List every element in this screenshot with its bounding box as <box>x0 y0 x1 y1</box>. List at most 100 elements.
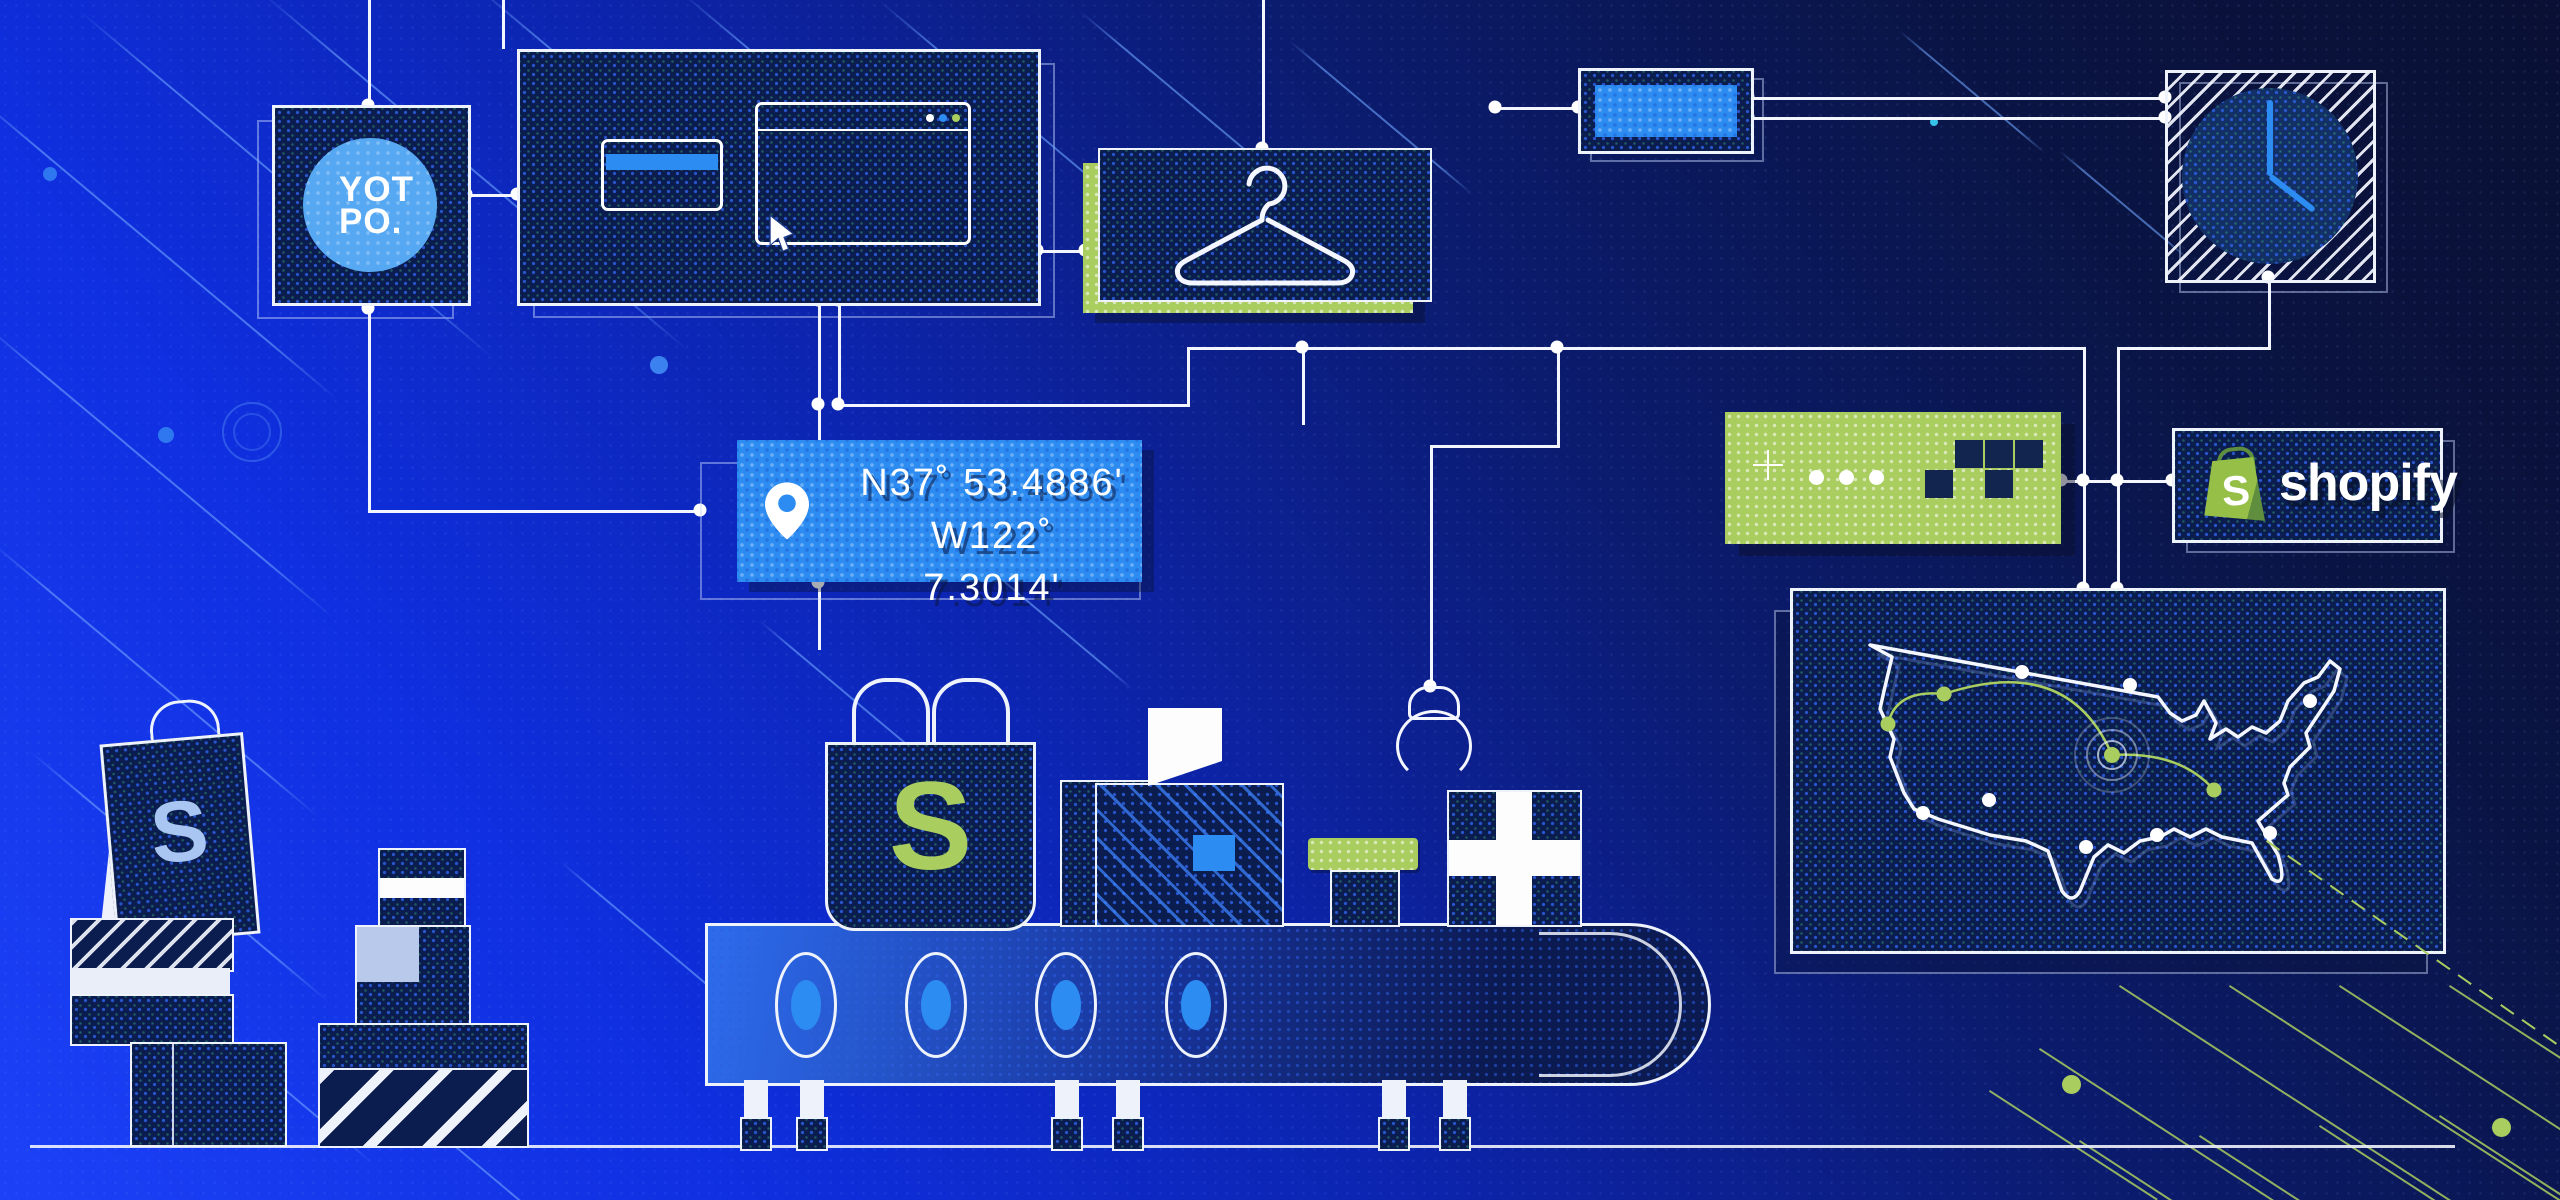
map-node <box>1790 588 2446 954</box>
connector-dot <box>811 397 825 411</box>
route-arc-3 <box>2111 753 2215 791</box>
flap-box-lid <box>357 927 419 983</box>
connector-line <box>2268 277 2271 350</box>
connector-dot <box>2110 473 2124 487</box>
connector-line <box>1495 107 1581 110</box>
belt-bag-handle-left <box>852 678 930 764</box>
pixel-cluster-icon <box>1925 440 2045 500</box>
browser-dot-green <box>952 114 960 122</box>
belt-leg <box>744 1080 768 1120</box>
belt-end-cap <box>1539 932 1682 1077</box>
cross-box <box>1447 790 1582 927</box>
belt-leg <box>800 1080 824 1120</box>
belt-roller-2 <box>905 952 967 1058</box>
hanger-icon <box>1174 165 1356 286</box>
green-streak <box>2118 985 2515 1200</box>
belt-roller-1 <box>775 952 837 1058</box>
clock-node <box>2165 70 2376 283</box>
pedestal-navy-band <box>70 994 234 1046</box>
us-map <box>1868 643 2349 909</box>
belt-roller-3 <box>1035 952 1097 1058</box>
browser-dot-blue <box>939 114 947 122</box>
belt-leg <box>1116 1080 1140 1120</box>
yotpo-logo-line1: YOT <box>339 170 414 209</box>
credit-card-stripe <box>606 154 718 170</box>
parcel-blue-label <box>1193 835 1235 871</box>
glow-dot <box>650 356 668 374</box>
glow-dot <box>43 167 57 181</box>
left-crate-seam <box>172 1044 174 1145</box>
base-slab <box>318 1023 529 1072</box>
connector-line <box>2083 347 2086 590</box>
belt-foot <box>1051 1117 1083 1151</box>
glow-dot <box>2062 1075 2081 1094</box>
blue-chip-icon <box>1595 85 1737 137</box>
belt-leg <box>1055 1080 1079 1120</box>
green-streak <box>2078 1140 2332 1200</box>
green-streak <box>2038 1048 2309 1200</box>
connector-dot <box>1488 100 1502 114</box>
green-streak <box>2338 985 2560 1200</box>
connector-line <box>1262 0 1265 148</box>
connector-line <box>368 510 703 513</box>
route-arc-1 <box>1886 692 1945 725</box>
yotpo-logo-circle: YOT PO. <box>303 138 437 272</box>
green-streak <box>2318 1125 2560 1200</box>
parcel-hatched-box <box>1095 783 1284 927</box>
us-map-outline-echo <box>1876 652 2349 909</box>
clock-hour-hand <box>2268 173 2316 213</box>
connector-dot <box>831 397 845 411</box>
connector-line <box>838 300 841 407</box>
claw-icon <box>1393 686 1472 782</box>
belt-roller-4 <box>1165 952 1227 1058</box>
connector-line <box>1557 347 1560 448</box>
claw-body <box>1396 710 1472 782</box>
left-crate <box>130 1042 287 1147</box>
connector-line <box>818 300 821 443</box>
connector-line <box>1748 117 2168 120</box>
belt-shopify-bag: S <box>825 742 1036 931</box>
conveyor-belt <box>705 923 1711 1086</box>
browser-dot-white <box>926 114 934 122</box>
belt-foot <box>796 1117 828 1151</box>
belt-foot <box>1112 1117 1144 1151</box>
ellipsis-dot-3 <box>1869 470 1884 485</box>
shopify-wordmark: shopify <box>2279 454 2458 512</box>
target-ring-1 <box>2097 740 2127 770</box>
connector-dot <box>1295 340 1309 354</box>
browser-titlebar-divider <box>758 129 968 131</box>
striped-mini-box-band <box>380 878 464 898</box>
cross-horizontal <box>1449 840 1580 876</box>
shopify-bag-letter: S <box>2220 466 2252 515</box>
connector-line <box>2117 347 2120 590</box>
connector-line <box>818 582 821 650</box>
left-shopify-bag: S <box>99 732 261 946</box>
belt-bag-letter: S <box>888 757 973 896</box>
connector-line <box>1302 347 1305 425</box>
gps-latitude: N37˚ 53.4886' <box>860 462 1124 504</box>
left-bag-letter: S <box>146 781 213 883</box>
stool-base <box>1330 870 1400 927</box>
credit-card-icon <box>601 139 723 211</box>
yotpo-logo-line2: PO. <box>339 202 403 241</box>
map-green-dots <box>1880 686 2222 798</box>
connector-line <box>502 0 505 49</box>
connector-line <box>1037 250 1087 253</box>
base-hatched-box <box>318 1068 529 1148</box>
connector-dot <box>1550 340 1564 354</box>
glow-dot <box>2492 1118 2511 1137</box>
belt-foot <box>1439 1117 1471 1151</box>
connector-line <box>466 194 520 197</box>
stool-top <box>1308 838 1418 870</box>
us-map-outline <box>1868 643 2342 900</box>
pixel-board-node <box>1725 412 2061 544</box>
clock-icon <box>2182 88 2358 264</box>
gps-node: N37˚ 53.4886' W122˚ 7.3014' <box>737 440 1142 609</box>
chip-node <box>1578 68 1754 154</box>
pedestal-white-band <box>70 968 230 994</box>
connector-line <box>368 0 371 105</box>
belt-leg <box>1443 1080 1467 1120</box>
browser-window-icon <box>755 102 971 245</box>
target-ring-3 <box>2074 717 2150 793</box>
